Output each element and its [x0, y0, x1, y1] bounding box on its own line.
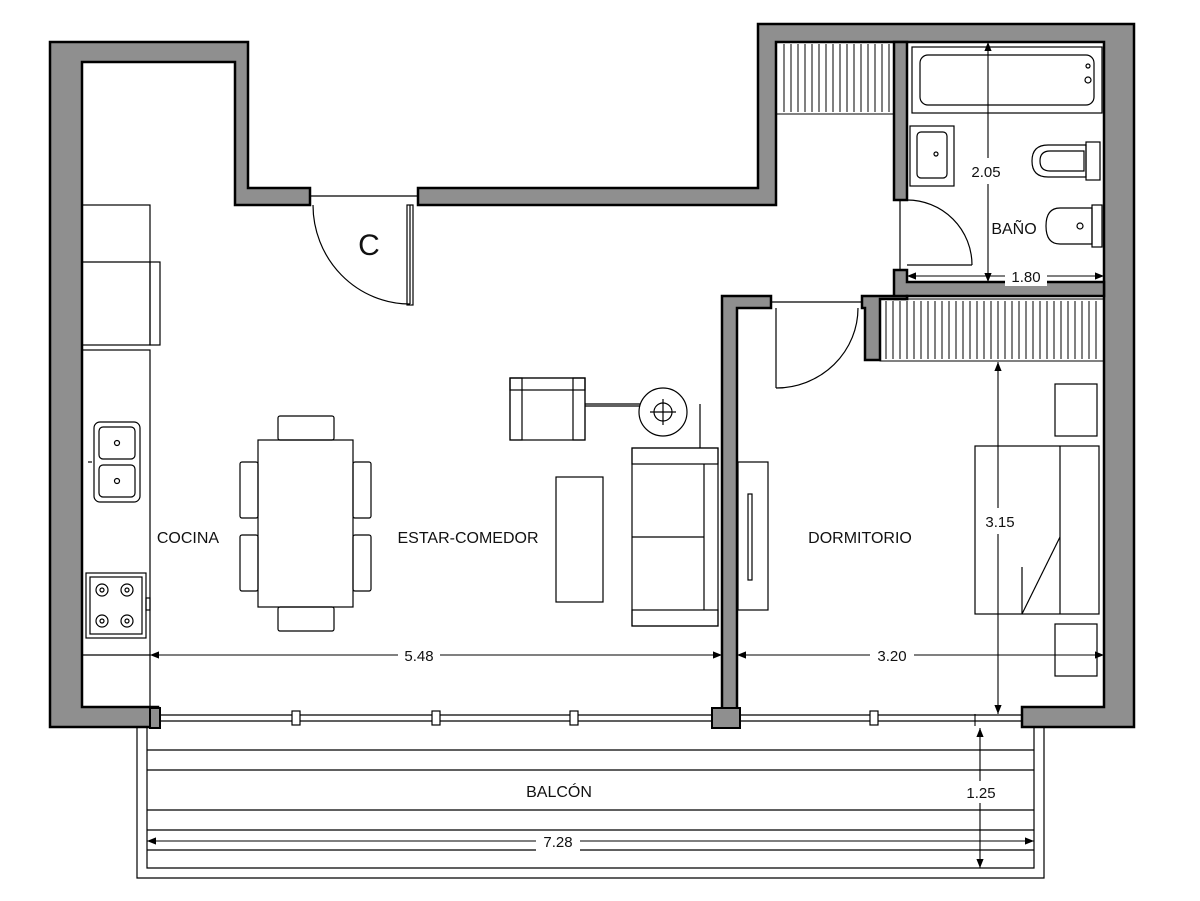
- dim-label-living-width: 5.48: [404, 648, 433, 665]
- exterior-wall-left: [48, 40, 312, 729]
- dining-table: [239, 415, 372, 632]
- closet-label: C: [358, 229, 380, 262]
- nightstand-bottom: [1054, 623, 1098, 677]
- closet-hatch-top: [775, 41, 895, 115]
- room-label-estar-comedor: ESTAR-COMEDOR: [397, 530, 538, 547]
- dim-label-balcony-width: 7.28: [543, 834, 572, 851]
- bedroom-partition-wall: [720, 294, 773, 714]
- dim-label-bath-depth: 2.05: [971, 164, 1000, 181]
- bath-partition-wall: [892, 40, 909, 202]
- hatch-bedroom: [885, 301, 1097, 359]
- closet-door: [310, 195, 418, 306]
- room-label-cocina: COCINA: [157, 530, 220, 547]
- room-label-bano: BAÑO: [991, 218, 1036, 238]
- bed-icon: [974, 445, 1100, 615]
- dim-label-balcony-depth: 1.25: [966, 785, 995, 802]
- pillar-left: [149, 707, 161, 729]
- armchair-icon: [509, 377, 640, 441]
- coffee-table: [555, 476, 604, 603]
- bath-partition-wall-lower: [892, 268, 1106, 301]
- bedroom-door: [771, 301, 862, 389]
- stove-icon: [85, 572, 151, 639]
- bidet-icon: [1045, 204, 1103, 248]
- wardrobe-icon: [737, 461, 769, 611]
- sink-icon: [88, 421, 141, 503]
- balcony-deck-boards: [147, 749, 1034, 851]
- dim-label-bath-width: 1.80: [1011, 269, 1040, 286]
- balcony: [136, 728, 1045, 879]
- toilet-icon: [1031, 141, 1101, 181]
- closet-hatch-bedroom: [879, 298, 1105, 362]
- side-table-lamp-icon: [638, 387, 701, 448]
- hatch-top: [783, 44, 890, 112]
- bathroom-fixtures: [909, 46, 1103, 248]
- label-backgrounds: [398, 158, 1047, 851]
- room-label-dormitorio: DORMITORIO: [808, 530, 912, 547]
- dim-label-bedroom-width: 3.20: [877, 648, 906, 665]
- pillar-center: [711, 707, 741, 729]
- dimension-lines: [147, 42, 1104, 868]
- nightstand-top: [1054, 383, 1098, 437]
- sofa-icon: [631, 447, 719, 627]
- bathtub-icon: [911, 46, 1103, 114]
- exterior-wall-top: [416, 22, 1136, 729]
- bathroom-door: [899, 199, 973, 270]
- dim-label-bedroom-depth: 3.15: [985, 514, 1014, 531]
- kitchen-counter: [81, 204, 161, 708]
- balcony-window: [160, 710, 1022, 726]
- washbasin-icon: [909, 125, 955, 187]
- room-label-balcon: BALCÓN: [526, 782, 592, 801]
